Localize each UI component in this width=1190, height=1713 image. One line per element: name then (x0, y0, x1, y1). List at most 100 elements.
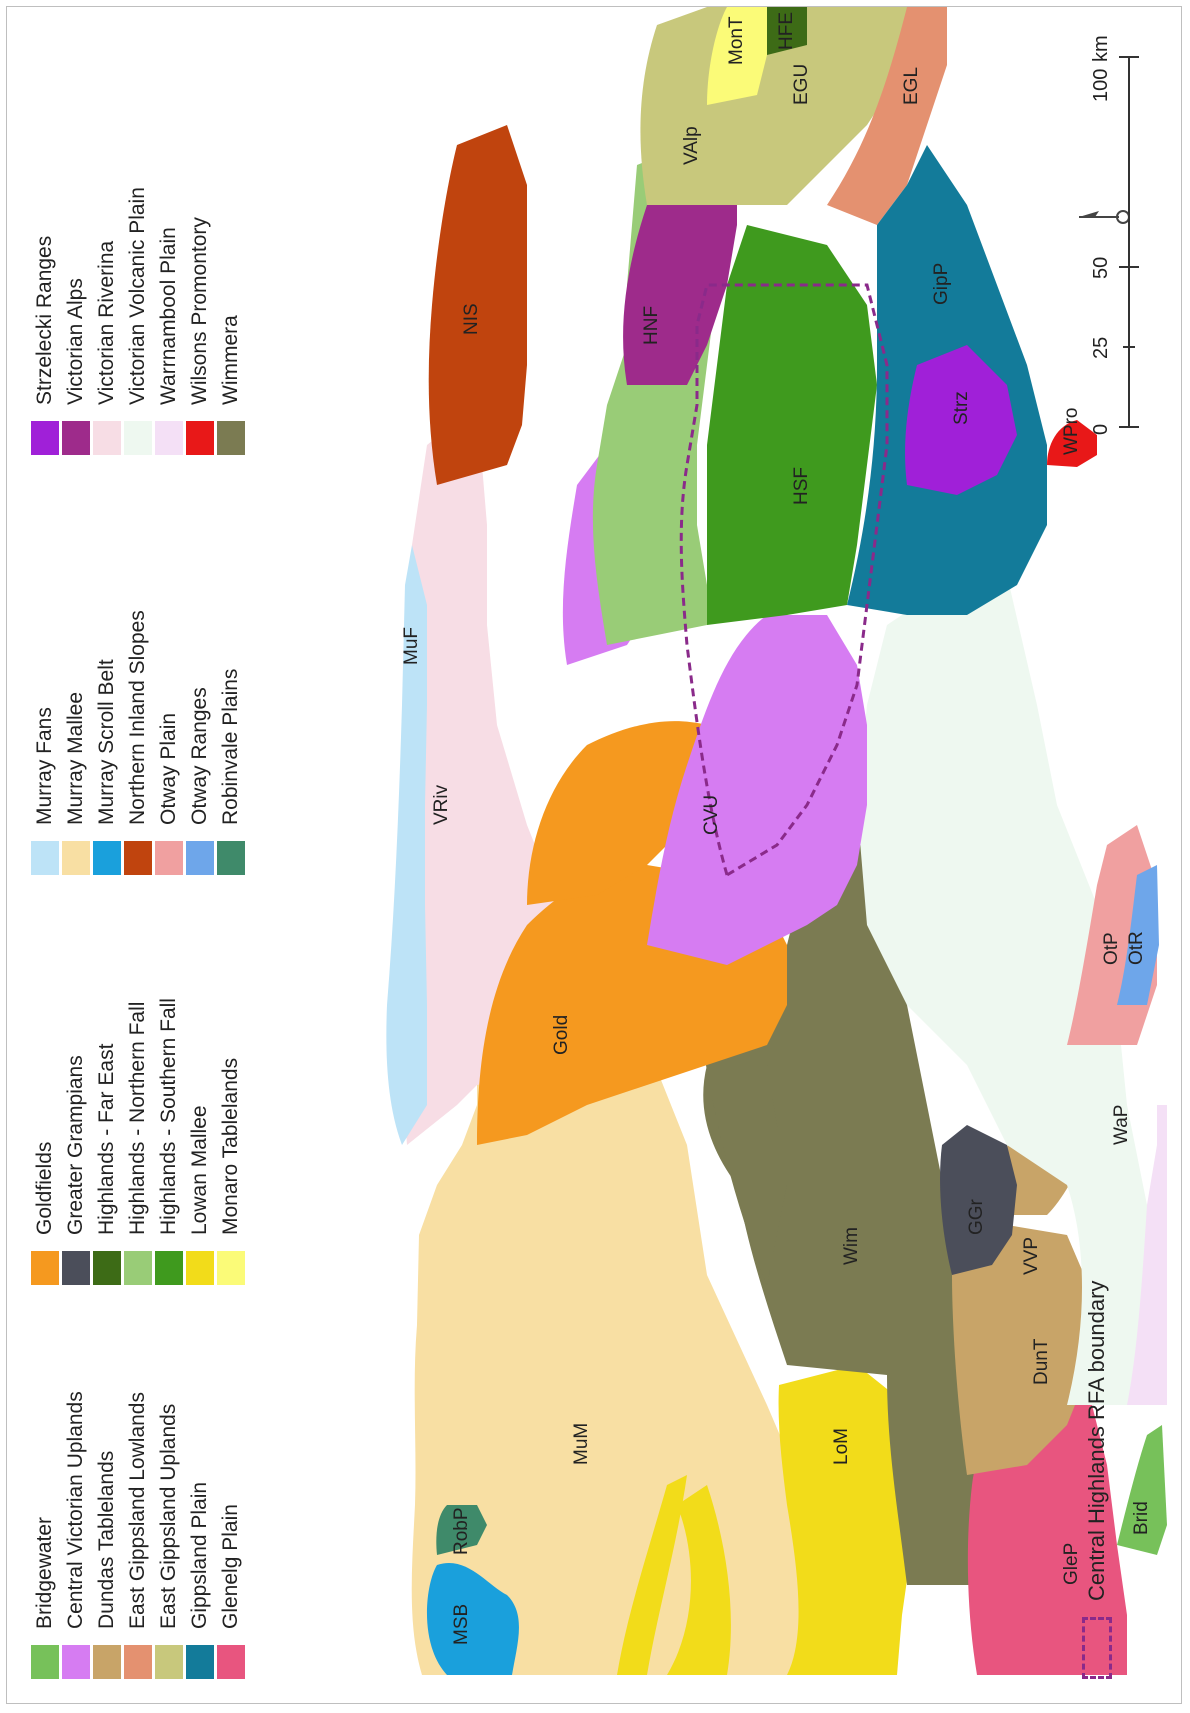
legend-item: Lowan Mallee (184, 998, 215, 1285)
legend-label: Northern Inland Slopes (125, 610, 149, 825)
legend-label: Victorian Riverina (94, 240, 118, 405)
region-highlands-far-east (767, 7, 807, 55)
legend-label: Wilsons Promontory (187, 217, 211, 405)
region-label-robp: RobP (451, 1507, 472, 1555)
legend-label: Victorian Volcanic Plain (125, 187, 149, 405)
legend-label: Murray Mallee (63, 691, 87, 825)
legend-label: Greater Grampians (63, 1055, 87, 1235)
region-label-lom: LoM (831, 1428, 852, 1465)
legend-label: Murray Fans (32, 707, 56, 825)
legend-label: Monaro Tablelands (218, 1057, 242, 1235)
legend-swatch (92, 1645, 121, 1679)
legend-item: Warrnambool Plain (153, 187, 184, 455)
region-lowan-mallee (778, 1365, 917, 1675)
legend-label: Lowan Mallee (187, 1105, 211, 1235)
region-dundas-tablelands (952, 1225, 1097, 1475)
region-robinvale-plains (436, 1505, 487, 1555)
region-strzelecki-ranges (905, 345, 1017, 495)
region-northern-inland-slopes (428, 125, 527, 485)
legend-swatch (30, 421, 59, 455)
region-label-egu: EGU (791, 64, 812, 105)
scale-bar: 0 25 50 100 km (1079, 35, 1139, 435)
legend-item: East Gippsland Lowlands (122, 1391, 153, 1679)
legend-column: Murray Fans Murray Mallee Murray Scroll Be… (29, 610, 246, 875)
legend-item: Murray Fans (29, 610, 60, 875)
legend-item: East Gippsland Uplands (153, 1391, 184, 1679)
region-label-gipp: GipP (931, 263, 952, 305)
region-east-gippsland-lowlands (827, 7, 947, 225)
scale-tick-25: 25 (1090, 337, 1112, 359)
region-central-victorian-uplands (647, 615, 867, 965)
dashed-box-icon (1082, 1617, 1112, 1679)
legend-item: Bridgewater (29, 1391, 60, 1679)
legend-swatch (123, 1645, 152, 1679)
legend-swatch (61, 1645, 90, 1679)
legend-swatch (216, 1251, 245, 1285)
region-label-glep: GleP (1061, 1543, 1082, 1585)
region-label-hfe: HFE (776, 12, 797, 50)
region-wilsons-promontory (1047, 420, 1097, 467)
bioregion-map: MSB RobP MuM LoM Wim GGr DunT GleP Brid … (386, 7, 1167, 1675)
region-label-dunt: DunT (1031, 1338, 1052, 1385)
region-murray-scroll-belt (427, 1563, 519, 1675)
legend-swatch (92, 1251, 121, 1285)
legend-item: Wilsons Promontory (184, 187, 215, 455)
region-label-vvp: VVP (1021, 1237, 1042, 1275)
legend-swatch (216, 421, 245, 455)
legend-label: East Gippsland Uplands (156, 1403, 180, 1629)
legend-label: Central Victorian Uplands (63, 1391, 87, 1629)
region-label-valp: VAlp (681, 126, 702, 165)
legend-label: East Gippsland Lowlands (125, 1392, 149, 1629)
region-label-muf: MuF (401, 627, 422, 665)
region-label-hnf: HNF (641, 306, 662, 345)
legend-label: Robinvale Plains (218, 668, 242, 825)
legend-label: Bridgewater (32, 1516, 56, 1629)
legend-item: Otway Ranges (184, 610, 215, 875)
region-victorian-volcanic-plain (857, 575, 1147, 1405)
figure-frame: MSB RobP MuM LoM Wim GGr DunT GleP Brid … (6, 6, 1182, 1704)
legend-item: Murray Mallee (60, 610, 91, 875)
legend-swatch (154, 1645, 183, 1679)
legend-item: Otway Plain (153, 610, 184, 875)
region-highlands-southern-fall (706, 225, 877, 625)
rfa-boundary (679, 283, 889, 878)
region-otway-ranges (1117, 865, 1159, 1005)
rfa-boundary-label: Central Highlands RFA boundary (1084, 1280, 1109, 1601)
scale-tick-0: 0 (1090, 424, 1112, 435)
legend-swatch (123, 841, 152, 875)
legend-swatch (92, 421, 121, 455)
legend-item: Goldfields (29, 998, 60, 1285)
legend-item: Dundas Tablelands (91, 1391, 122, 1679)
legend-swatch (154, 421, 183, 455)
legend-swatch (185, 1645, 214, 1679)
region-label-nis: NIS (461, 303, 482, 335)
legend-swatch (30, 841, 59, 875)
legend-swatch (61, 421, 90, 455)
scale-unit: km (1090, 35, 1112, 62)
region-labels: MSB RobP MuM LoM Wim GGr DunT GleP Brid … (401, 12, 1152, 1645)
legend-swatch (123, 1251, 152, 1285)
legend-label: Dundas Tablelands (94, 1450, 118, 1629)
legend-swatch (30, 1251, 59, 1285)
region-label-mum: MuM (571, 1423, 592, 1465)
legend-item: Monaro Tablelands (215, 998, 246, 1285)
legend-label: Murray Scroll Belt (94, 659, 118, 825)
legend-label: Highlands - Far East (94, 1043, 118, 1235)
region-label-strz: Strz (951, 391, 972, 425)
region-label-brid: Brid (1131, 1501, 1152, 1535)
region-label-mont: MonT (726, 16, 747, 65)
region-label-hsf: HSF (791, 467, 812, 505)
region-label-wim: Wim (841, 1227, 862, 1265)
legend-swatch (92, 841, 121, 875)
legend-item: Gippsland Plain (184, 1391, 215, 1679)
legend-item: Strzelecki Ranges (29, 187, 60, 455)
region-goldfields-2 (527, 721, 707, 905)
legend-swatch (185, 421, 214, 455)
legend-label: Otway Ranges (187, 687, 211, 825)
legend-item: Greater Grampians (60, 998, 91, 1285)
legend-label: Otway Plain (156, 712, 180, 825)
legend-item: Victorian Alps (60, 187, 91, 455)
legend-swatch (123, 421, 152, 455)
legend-item: Victorian Volcanic Plain (122, 187, 153, 455)
